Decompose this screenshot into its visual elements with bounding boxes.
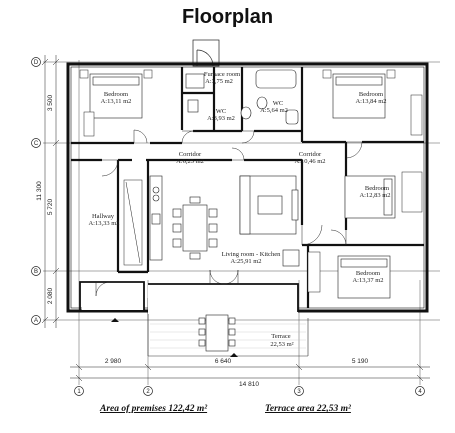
room-bedroom-ne-area: A:13,84 m2 xyxy=(355,98,386,105)
hallway-entrance-arrow xyxy=(111,318,119,322)
dim-bottom-1: 2 980 xyxy=(105,358,122,365)
axis-marker-A xyxy=(31,315,41,325)
room-wc-right-area: A:5,64 m2 xyxy=(260,107,288,114)
room-hallway-name: Hallway xyxy=(92,213,115,220)
hallway-wardrobe xyxy=(123,179,143,266)
porch-walls xyxy=(79,281,299,312)
room-bedroom-se-name: Bedroom xyxy=(356,270,380,277)
room-wc-right-name: WC xyxy=(273,100,283,107)
axis-marker-B xyxy=(31,266,41,276)
dim-bottom-total: 14 810 xyxy=(239,381,259,388)
dim-left-total: 11 300 xyxy=(36,181,43,201)
room-furnace-name: Furnace room xyxy=(204,71,240,78)
axis-label-3: 3 xyxy=(297,389,301,395)
axis-marker-D xyxy=(31,57,41,67)
axis-label-2: 2 xyxy=(146,389,150,395)
axis-marker-1 xyxy=(74,386,84,396)
bathroom-fixtures xyxy=(185,69,299,125)
terrace-table xyxy=(198,314,236,352)
page-title: Floorplan xyxy=(181,6,274,28)
room-corridor-right-area: A:10,46 m2 xyxy=(294,158,325,165)
axis-label-1: 1 xyxy=(77,389,81,395)
room-bedroom-nw-name: Bedroom xyxy=(104,91,128,98)
room-wc-left-area: A:3,93 m2 xyxy=(207,115,235,122)
room-labels: Bedroom A:13,11 m2 Furnace room A:3,75 m… xyxy=(88,71,390,348)
room-corridor-left-area: A:6,25 m2 xyxy=(176,158,204,165)
axis-label-B: B xyxy=(34,269,38,275)
dim-bottom-2: 6 640 xyxy=(215,358,232,365)
axis-marker-4 xyxy=(415,386,425,396)
kitchen xyxy=(149,175,218,261)
axis-label-C: C xyxy=(34,141,39,147)
room-bedroom-e-area: A:12,83 m2 xyxy=(359,192,390,199)
room-bedroom-e-name: Bedroom xyxy=(365,185,389,192)
sw-porch-notch xyxy=(82,282,144,310)
room-bedroom-se-area: A:13,37 m2 xyxy=(352,277,383,284)
room-bedroom-ne-name: Bedroom xyxy=(359,91,383,98)
room-bedroom-nw-area: A:13,11 m2 xyxy=(101,98,132,105)
terrace-entrance-arrow xyxy=(230,353,238,357)
room-corridor-left-name: Corridor xyxy=(179,151,202,158)
dim-bottom-3: 5 190 xyxy=(352,358,369,365)
room-living-area: A:25,91 m2 xyxy=(230,258,261,265)
door-swings xyxy=(95,129,363,297)
dim-left-2: 5 720 xyxy=(47,198,54,215)
room-living-name: Living room - Kitchen xyxy=(222,251,281,258)
dim-left-3: 2 080 xyxy=(47,287,54,304)
premises-area-summary: Area of premises 122,42 m² xyxy=(100,404,208,414)
dimension-lines xyxy=(41,55,430,382)
beds xyxy=(89,73,396,299)
axis-label-A: A xyxy=(34,318,38,324)
axis-marker-2 xyxy=(143,386,153,396)
dim-left-1: 3 500 xyxy=(47,94,54,111)
room-corridor-right-name: Corridor xyxy=(299,151,322,158)
terrace-area-summary: Terrace area 22,53 m² xyxy=(265,404,351,414)
living-furniture xyxy=(239,175,300,267)
room-furnace-area: A:3,75 m2 xyxy=(205,78,233,85)
axis-label-4: 4 xyxy=(418,389,422,395)
terrace-opening xyxy=(148,284,298,314)
room-terrace-area: 22,53 m² xyxy=(270,341,293,348)
axis-label-D: D xyxy=(34,60,39,66)
room-wc-left-name: WC xyxy=(216,108,226,115)
room-terrace-name: Terrace xyxy=(271,333,291,340)
small-furniture xyxy=(79,69,423,293)
axis-marker-C xyxy=(31,138,41,148)
axis-marker-3 xyxy=(294,386,304,396)
room-hallway-area: A:13,33 m2 xyxy=(88,220,119,227)
